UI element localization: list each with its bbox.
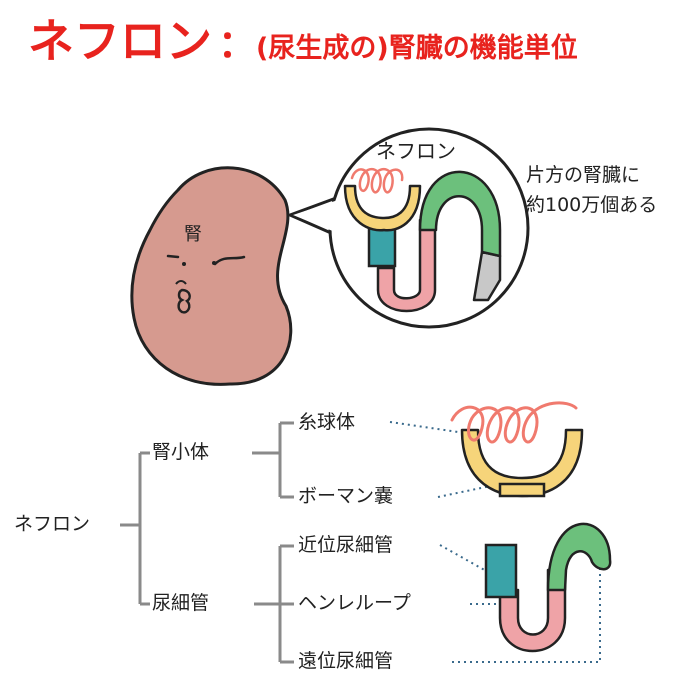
- kidney-eye-left: [166, 254, 180, 259]
- leader-bowman: [437, 483, 501, 498]
- tree-loop-of-henle: ヘンレループ: [298, 592, 411, 614]
- kidney-illustration: 腎: [130, 166, 293, 386]
- tree-bowman-capsule: ボーマン嚢: [298, 485, 394, 507]
- title-subtitle: (尿生成の)腎臓の機能単位: [256, 33, 578, 64]
- tree-renal-corpuscle: 腎小体: [152, 441, 210, 463]
- kidney-mark: [175, 280, 187, 285]
- tree-connectors: [120, 421, 294, 664]
- leader-lines: [389, 421, 601, 663]
- bubble-nephron: [343, 167, 502, 313]
- leader-proximal: [439, 544, 489, 573]
- large-tubule: [484, 522, 612, 653]
- large-proximal-tubule: [484, 543, 518, 599]
- bubble-proximal-tubule: [367, 226, 397, 268]
- kidney-dot-2: [212, 261, 216, 265]
- count-note-line-2: 約100万個ある: [526, 194, 658, 216]
- tree-proximal-tubule: 近位尿細管: [298, 534, 394, 556]
- large-distal-tubule: [546, 522, 612, 592]
- bubble-label: ネフロン: [376, 139, 456, 163]
- bubble-loop-of-henle: [376, 218, 437, 313]
- tree-distal-tubule: 遠位尿細管: [298, 650, 394, 672]
- title-main: ネフロン: [28, 14, 212, 68]
- count-note: 片方の腎臓に 約100万個ある: [526, 160, 657, 220]
- count-note-line-1: 片方の腎臓に: [526, 164, 641, 186]
- bubble-glomerulus: [350, 167, 404, 194]
- large-glomerulus: [450, 401, 578, 444]
- kidney-mouth: [177, 288, 191, 314]
- tree-renal-tubule: 尿細管: [152, 592, 210, 614]
- large-renal-corpuscle: [450, 401, 584, 498]
- kidney-label: 腎: [184, 224, 202, 245]
- leader-distal: [452, 568, 601, 663]
- bubble-bowman-capsule: [343, 184, 422, 232]
- leader-glomerulus: [389, 421, 459, 433]
- tree-root-nephron: ネフロン: [14, 513, 91, 535]
- title-colon: ：: [218, 22, 257, 66]
- kidney-dot-1: [182, 262, 186, 266]
- kidney-body: [130, 166, 293, 386]
- page-title: ネフロン：(尿生成の)腎臓の機能単位: [28, 18, 578, 64]
- large-bowman-base: [498, 482, 546, 498]
- tree-glomerulus: 糸球体: [298, 411, 356, 433]
- bubble-distal-tubule: [418, 170, 502, 258]
- kidney-eye-right: [213, 255, 246, 266]
